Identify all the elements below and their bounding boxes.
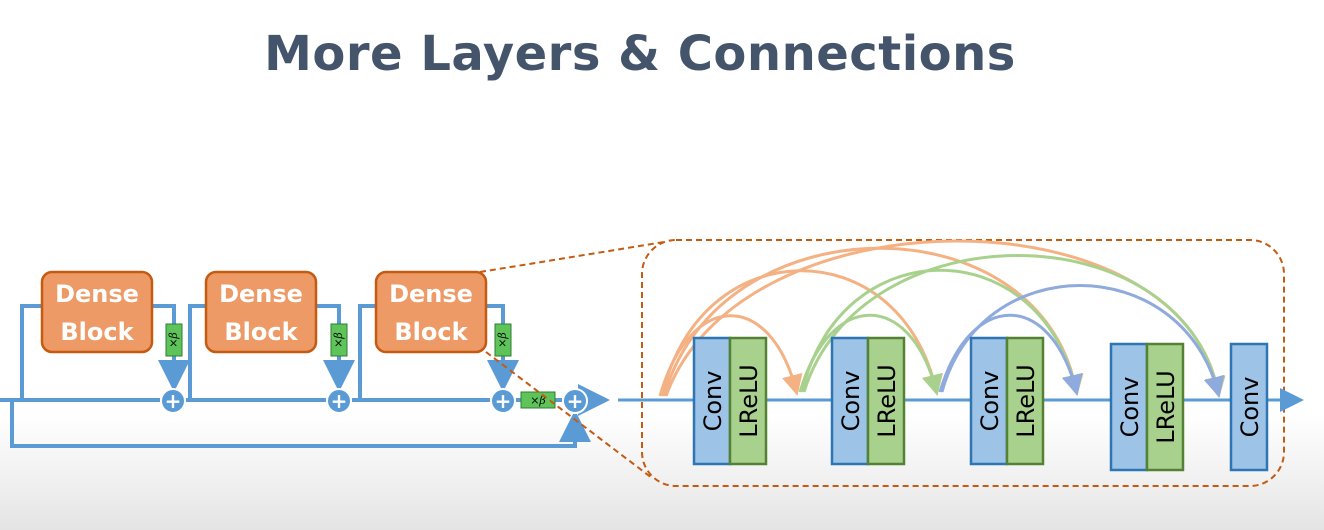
beta-scale-box: ×β — [520, 391, 556, 409]
conv-layer: Conv — [1109, 342, 1149, 472]
dense-block-label-line1: Dense — [219, 280, 303, 308]
sum-node: + — [160, 388, 186, 414]
lrelu-label: LReLU — [735, 364, 763, 437]
beta-scale-box: ×β — [165, 323, 183, 357]
beta-label: ×β — [530, 394, 546, 407]
dense-block-label-line2: Block — [394, 318, 468, 346]
conv-label: Conv — [976, 371, 1004, 432]
dense-block-label-line2: Block — [60, 318, 134, 346]
lrelu-label: LReLU — [1012, 364, 1040, 437]
dense-block-detail: Conv LReLU Conv LReLU Conv LReLU Conv — [618, 239, 1304, 487]
dense-block-label-line1: Dense — [55, 280, 139, 308]
slide-title: More Layers & Connections — [264, 26, 1016, 82]
dense-block-label-line1: Dense — [389, 280, 473, 308]
left-panel: Dense Block Dense Block Dense Block ×β ×… — [0, 270, 610, 448]
conv-label: Conv — [699, 371, 727, 432]
plus-symbol: + — [331, 389, 348, 413]
dense-skip-connections — [658, 239, 1226, 398]
zoom-connector-bottom — [485, 351, 653, 479]
block-output-line — [152, 304, 190, 392]
conv-layer: Conv — [692, 336, 732, 466]
sum-node: + — [490, 388, 516, 414]
block-output-line — [316, 304, 355, 392]
conv-layer: Conv — [830, 336, 870, 466]
plus-symbol: + — [165, 389, 182, 413]
lrelu-label: LReLU — [1152, 370, 1180, 443]
lrelu-layer: LReLU — [1005, 336, 1045, 466]
sum-node: + — [326, 388, 352, 414]
block-bypass-line — [188, 304, 206, 400]
skip-arc-green — [802, 254, 1226, 398]
beta-label: ×β — [496, 332, 509, 348]
dense-block: Dense Block — [374, 270, 488, 354]
dense-block-label-line2: Block — [224, 318, 298, 346]
lrelu-label: LReLU — [873, 364, 901, 437]
conv-label: Conv — [837, 371, 865, 432]
dense-block: Dense Block — [40, 270, 154, 354]
sum-node: + — [562, 388, 588, 414]
dense-block: Dense Block — [204, 270, 318, 354]
outer-skip-connection — [10, 400, 591, 448]
lrelu-layer: LReLU — [1145, 342, 1185, 472]
zoom-connector-top — [479, 241, 665, 273]
zoom-outline — [641, 239, 1285, 487]
beta-label: ×β — [332, 332, 345, 348]
plus-symbol: + — [567, 389, 584, 413]
conv-layer: Conv — [1229, 342, 1269, 472]
beta-scale-box: ×β — [494, 323, 512, 357]
conv-label: Conv — [1116, 377, 1144, 438]
skip-arc-green — [800, 268, 1083, 396]
block-output-line — [486, 304, 519, 392]
lrelu-layer: LReLU — [728, 336, 768, 466]
plus-symbol: + — [495, 389, 512, 413]
lrelu-layer: LReLU — [866, 336, 906, 466]
beta-label: ×β — [167, 332, 180, 348]
block-bypass-line — [358, 304, 376, 400]
skip-arc-blue — [940, 284, 1225, 398]
conv-label: Conv — [1236, 377, 1264, 438]
block-bypass-line — [20, 304, 42, 400]
conv-layer: Conv — [969, 336, 1009, 466]
beta-scale-box: ×β — [330, 323, 348, 357]
